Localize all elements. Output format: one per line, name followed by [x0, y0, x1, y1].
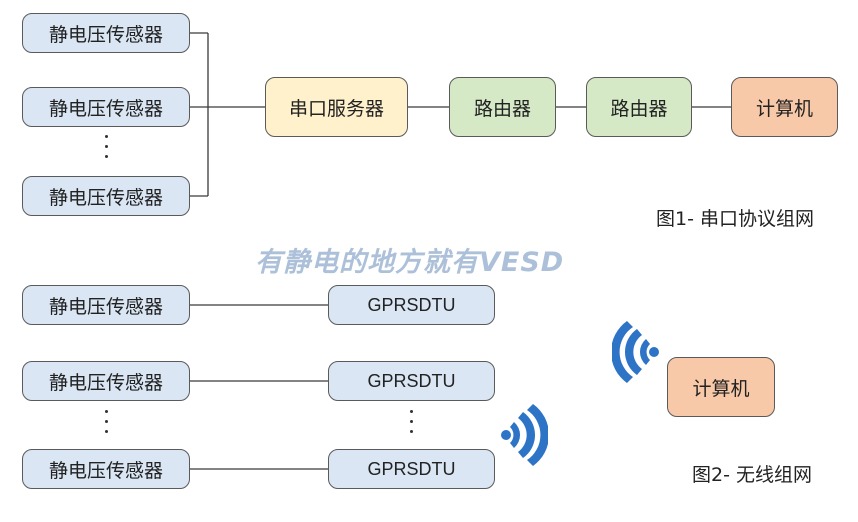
router-node: 路由器 [449, 77, 556, 137]
figure1-caption: 图1- 串口协议组网 [656, 208, 814, 230]
figure2-caption: 图2- 无线组网 [692, 464, 812, 486]
ellipsis-dots [104, 135, 110, 165]
ellipsis-dots [409, 410, 415, 440]
gprs-dtu-node: GPRSDTU [328, 361, 495, 401]
sensor-node: 静电压传感器 [22, 176, 190, 216]
router-node: 路由器 [586, 77, 692, 137]
wifi-signal-icon [501, 404, 548, 466]
computer-node: 计算机 [667, 357, 775, 417]
sensor-node: 静电压传感器 [22, 87, 190, 127]
computer-node: 计算机 [731, 77, 838, 137]
ellipsis-dots [104, 410, 110, 440]
watermark-text: 有静电的地方就有VESD [255, 247, 565, 278]
gprs-dtu-node: GPRSDTU [328, 449, 495, 489]
serial-server-node: 串口服务器 [265, 77, 408, 137]
gprs-dtu-node: GPRSDTU [328, 285, 495, 325]
sensor-node: 静电压传感器 [22, 361, 190, 401]
wifi-signal-icon [612, 321, 659, 383]
sensor-node: 静电压传感器 [22, 449, 190, 489]
sensor-node: 静电压传感器 [22, 285, 190, 325]
sensor-node: 静电压传感器 [22, 13, 190, 53]
